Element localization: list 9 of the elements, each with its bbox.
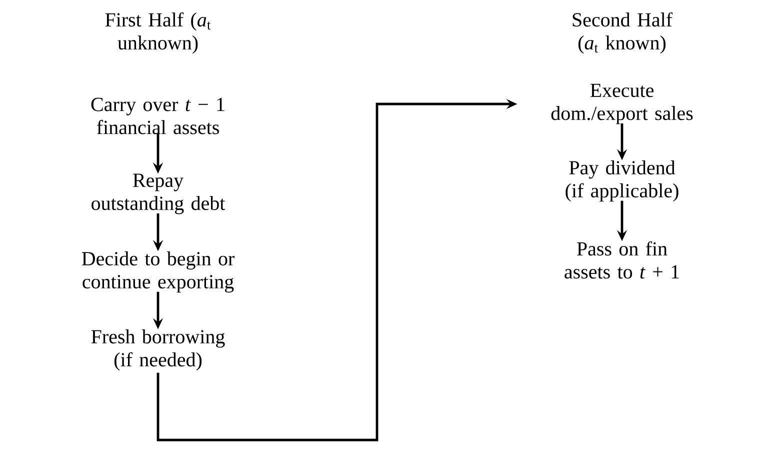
step-text: Carry over t − 1 financial assets	[91, 98, 224, 134]
heading: Second Half (a$_{t}$ known)	[572, 12, 673, 54]
step-text: Pass on fin assets to t + 1	[564, 241, 679, 279]
step-text: Fresh borrowing (if needed)	[91, 329, 225, 371]
step-text: Repay outstanding debt	[92, 174, 226, 214]
step-text: Execute dom./export sales	[551, 84, 693, 124]
step-text: Pay dividend (if applicable)	[566, 160, 678, 202]
step-text: Decide to begin or continue exporting	[82, 251, 234, 293]
heading: First Half (a$_{t}$ unknown)	[105, 12, 211, 54]
